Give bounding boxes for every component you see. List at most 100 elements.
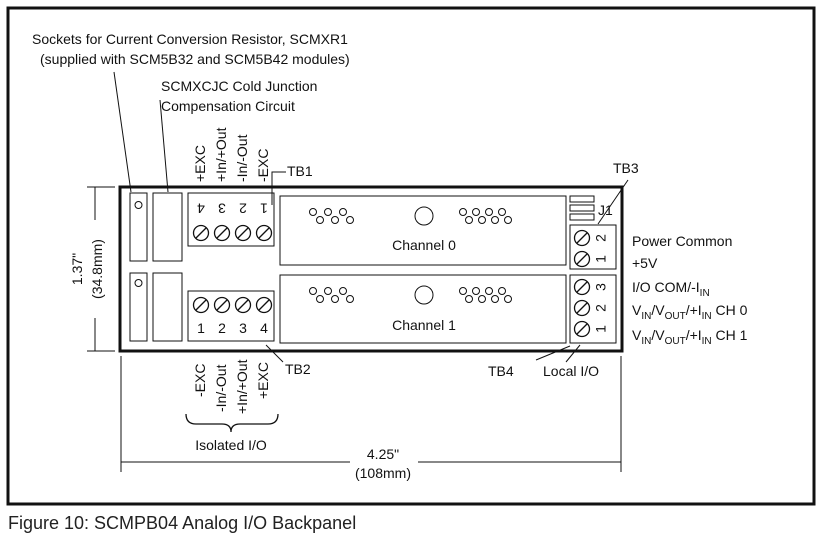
j1-label: J1 [598,202,613,218]
io-com-label: I/O COM/-IIN [632,279,710,299]
tb3-screw-2 [573,250,591,268]
pin-hole [309,287,317,295]
pin-hole [331,295,339,303]
pin-hole [324,208,332,216]
top-terminal-labels: +EXC +In/+Out -In/-Out -EXC [192,127,271,182]
channel0-module [279,195,567,266]
tb3-block [569,224,617,270]
tb2-leader [265,344,284,363]
pin-hole [498,287,506,295]
tb2-pin-1: 1 [197,320,205,336]
channel1-module [279,274,567,344]
cjc-label-line2: Compensation Circuit [161,98,295,114]
pin-hole [459,287,467,295]
height-mm: (34.8mm) [89,239,105,299]
pin-hole [485,287,493,295]
bottom-terminal-label-exc-plus: +EXC [255,362,271,399]
pin-hole [339,287,347,295]
pin-hole [472,208,480,216]
tb2-block [187,290,275,342]
power-common-label: Power Common [632,233,732,249]
tb2-pin-2: 2 [218,320,226,336]
pin-hole [498,208,506,216]
ch0-io-label: VIN/VOUT/+IIN CH 0 [632,302,748,322]
socket-box-ch1 [129,272,148,342]
tb2-label: TB2 [285,361,311,377]
pin-hole [478,216,486,224]
height-inches: 1.37" [69,253,85,285]
cjc-box-ch1 [152,272,183,342]
tb2-screw-1 [192,296,210,314]
tb2-pin-numbers: 1 2 3 4 [197,320,268,336]
pin-hole [346,216,354,224]
tb1-label: TB1 [287,163,313,179]
tb3-label: TB3 [613,160,639,176]
cjc-label-line1: SCMXCJC Cold Junction [161,78,317,94]
local-io-leader [565,344,581,363]
pin-hole [465,295,473,303]
socket-hole-ch0 [134,201,143,209]
pin-hole [324,287,332,295]
tb4-screw-3 [573,320,591,338]
sockets-leader [113,71,132,193]
tb1-screw-4 [255,224,273,242]
backpanel-diagram: Sockets for Current Conversion Resistor,… [6,6,816,506]
pin-hole [504,216,512,224]
pin-hole [459,208,467,216]
tb4-leader [535,345,571,361]
bottom-terminal-labels: -EXC -In/-Out +In/+Out +EXC [192,359,271,414]
isolated-io-label: Isolated I/O [195,437,267,453]
tb4-pin-3: 3 [593,283,609,291]
pin-hole [491,295,499,303]
tb1-pin-3: 3 [218,200,226,216]
tb1-leader [271,171,286,205]
width-mm: (108mm) [355,465,411,481]
tb1-block [187,192,275,247]
tb1-pin-4: 4 [197,200,205,216]
bottom-terminal-label-in-minus: -In/-Out [213,364,229,412]
isolated-io-brace [185,413,279,433]
pin-hole [491,216,499,224]
tb2-screw-2 [213,296,231,314]
io-com-text: I/O COM/-I [632,279,700,295]
tb4-screw-1 [573,278,591,296]
socket-box-ch0 [129,192,148,262]
pin-hole [316,295,324,303]
tb4-label: TB4 [488,363,514,379]
bottom-terminal-label-exc-minus: -EXC [192,364,208,397]
height-dimension [87,186,115,352]
socket-hole-ch1 [134,279,143,287]
pin-hole [316,216,324,224]
bottom-terminal-label-in-plus: +In/+Out [234,359,250,414]
pin-hole [465,216,473,224]
tb1-pin-numbers: 4 3 2 1 [197,200,268,216]
tb1-screw-2 [213,224,231,242]
top-terminal-label-exc-plus: +EXC [192,145,208,182]
cjc-box-ch0 [152,192,183,262]
io-com-subscript: IN [700,288,710,299]
figure-caption: Figure 10: SCMPB04 Analog I/O Backpanel [8,513,357,533]
cjc-leader [159,99,169,193]
pin-hole [346,295,354,303]
pin-hole [504,295,512,303]
tb4-screw-2 [573,299,591,317]
sockets-label-line1: Sockets for Current Conversion Resistor,… [32,31,348,47]
board-outline [118,185,624,353]
tb1-screws [192,224,273,242]
pin-hole [309,208,317,216]
tb2-screw-4 [255,296,273,314]
channel0-label: Channel 0 [392,237,456,253]
pin-hole [485,208,493,216]
tb4-pin-1: 1 [593,325,609,333]
tb1-screw-3 [234,224,252,242]
tb2-screw-3 [234,296,252,314]
tb3-pin-2: 2 [593,234,609,242]
tb4-block [569,274,617,344]
pin-hole [339,208,347,216]
sockets-label-line2: (supplied with SCM5B32 and SCM5B42 modul… [40,51,350,67]
pin-hole [331,216,339,224]
tb4-pin-2: 2 [593,304,609,312]
top-terminal-label-in-plus: +In/+Out [213,127,229,182]
local-io-label: Local I/O [543,363,599,379]
plus5v-label: +5V [632,255,658,271]
